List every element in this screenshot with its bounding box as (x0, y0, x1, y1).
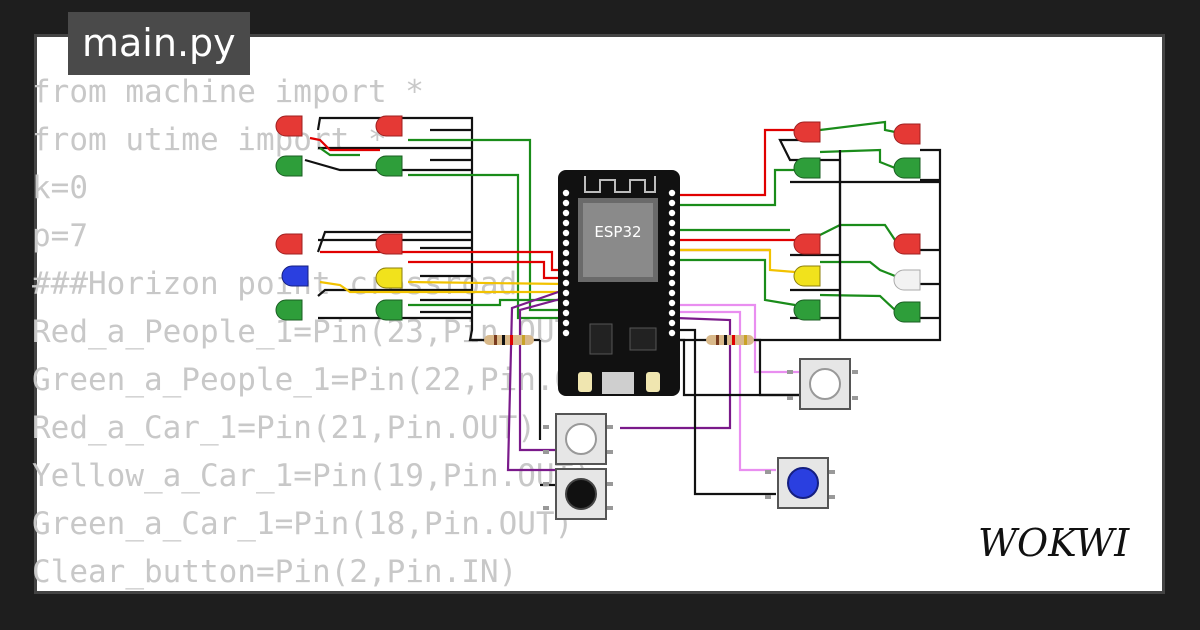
pushbutton-white[interactable] (543, 413, 613, 465)
code-editor: from machine import * from utime import *… (32, 68, 629, 596)
code-line: p=7 (32, 218, 88, 254)
led-white[interactable] (893, 269, 921, 291)
led-green[interactable] (793, 157, 821, 179)
led-yellow[interactable] (375, 267, 403, 289)
pushbutton-black[interactable] (543, 468, 613, 520)
esp32-label: ESP32 (594, 223, 641, 241)
led-green[interactable] (275, 299, 303, 321)
wires (304, 116, 942, 496)
pushbutton-white[interactable] (787, 358, 858, 410)
led-green[interactable] (893, 157, 921, 179)
code-line: Green_a_Car_1=Pin(18,Pin.OUT) (32, 506, 574, 542)
code-line: Red_a_Car_1=Pin(21,Pin.OUT) (32, 410, 536, 446)
code-line: from machine import * (32, 74, 424, 110)
led-green[interactable] (375, 155, 403, 177)
led-green[interactable] (275, 155, 303, 177)
led-green[interactable] (375, 299, 403, 321)
resistor-right[interactable] (706, 335, 754, 345)
resistor-left[interactable] (484, 335, 534, 345)
led-red[interactable] (793, 233, 821, 255)
wokwi-logo: WOKWI (976, 518, 1148, 572)
led-red[interactable] (275, 233, 303, 255)
led-green[interactable] (893, 301, 921, 323)
esp32-board[interactable]: ESP32 (558, 170, 680, 396)
led-red[interactable] (893, 123, 921, 145)
led-red[interactable] (375, 115, 403, 137)
led-yellow[interactable] (793, 265, 821, 287)
led-red[interactable] (793, 121, 821, 143)
code-line: from utime import * (32, 122, 387, 158)
circuit-diagram: ESP32 (275, 115, 942, 520)
code-line: Green_a_People_1=Pin(22,Pin.OUT) (32, 362, 630, 398)
led-green[interactable] (793, 299, 821, 321)
code-line: Yellow_a_Car_1=Pin(19,Pin.OUT) (32, 458, 592, 494)
wokwi-logo-text: WOKWI (978, 521, 1130, 565)
led-red[interactable] (275, 115, 303, 137)
pushbutton-blue[interactable] (765, 457, 835, 509)
led-red[interactable] (893, 233, 921, 255)
code-line: Clear_button=Pin(2,Pin.IN) (32, 554, 518, 590)
file-tab[interactable]: main.py (68, 12, 250, 75)
code-line: k=0 (32, 170, 88, 206)
led-red[interactable] (375, 233, 403, 255)
led-blue[interactable] (281, 265, 309, 287)
